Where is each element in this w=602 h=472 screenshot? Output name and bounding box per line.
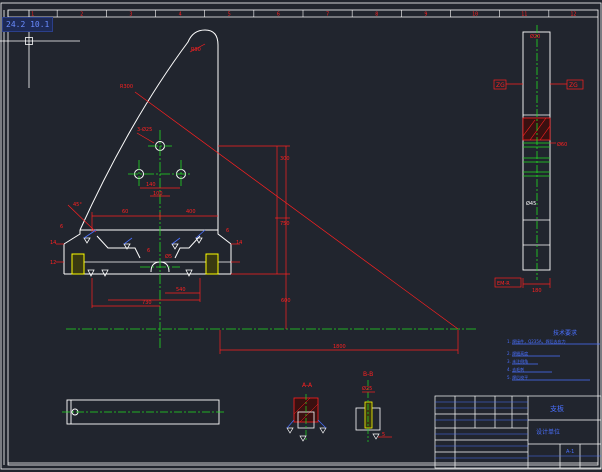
side-right-box-label: ZG <box>569 82 578 89</box>
side-left-box-label: ZG <box>496 82 505 89</box>
dim-60: 60 <box>122 209 128 215</box>
weld-left-label: 6 <box>60 224 63 230</box>
frame-column-number: 1 <box>31 12 34 18</box>
section-a-a[interactable] <box>286 394 327 442</box>
dim-100: 100 <box>153 191 163 197</box>
note-3: 3. 未注倒角 <box>507 358 528 364</box>
frame-column-number: 10 <box>472 12 478 18</box>
technical-notes <box>512 343 600 381</box>
weld-right-label: 6 <box>226 228 229 234</box>
notes-title: 技术要求 <box>553 329 577 337</box>
title-block[interactable] <box>434 395 602 469</box>
section-b-b-dim: Ø25 <box>362 385 372 392</box>
frame-column-number: 4 <box>179 12 182 18</box>
note-2: 2. 焊缝高度 <box>507 350 528 356</box>
title-company: 设计单位 <box>536 428 560 436</box>
main-view-dimensions <box>56 43 459 354</box>
dim-r-top: R90 <box>191 47 201 53</box>
note-5: 5. 焊后校平 <box>507 374 528 380</box>
dim-right-3: 600 <box>281 298 291 304</box>
frame-column-number: 12 <box>570 12 576 18</box>
title-part-name: 支板 <box>550 404 564 413</box>
section-b-b-title: B-B <box>363 371 373 378</box>
title-block-grid <box>435 401 601 459</box>
frame-column-number: 11 <box>521 12 527 18</box>
dim-r-arc: R300 <box>120 84 133 90</box>
note-1: 1. 焊接件，Q235A，焊后去应力 <box>507 338 566 344</box>
dim-14a: 14 <box>50 240 56 246</box>
blue-leaders <box>83 229 206 245</box>
section-b-b-dim2: 5 <box>382 432 385 438</box>
weld-mid-label: 6 <box>147 248 150 254</box>
side-tag-top: Ø20 <box>530 33 540 40</box>
dim-hole: 3-Ø25 <box>137 126 152 133</box>
dim-angle: 45° <box>73 202 82 208</box>
title-drawing-no: A-1 <box>566 449 574 455</box>
weld-symbols <box>83 237 203 277</box>
section-b-b[interactable] <box>355 380 392 442</box>
frame-column-number: 3 <box>129 12 132 18</box>
dim-phi: Ø5 <box>165 253 172 260</box>
side-dim-mid: Ø60 <box>557 141 567 148</box>
side-bottom-dim: 180 <box>532 288 542 294</box>
frame-column-number: 9 <box>424 12 427 18</box>
dim-bottom-2: 540 <box>176 287 186 293</box>
frame-column-number: 7 <box>326 12 329 18</box>
main-view-outline[interactable] <box>63 29 232 275</box>
main-view-centerlines <box>66 130 476 350</box>
side-dim-low: Ø45 <box>526 200 536 207</box>
dim-140: 140 <box>146 182 156 188</box>
dim-12: 12 <box>50 260 56 266</box>
dim-400: 400 <box>186 209 196 215</box>
dim-right-1: 300 <box>280 156 290 162</box>
section-a-a-title: A-A <box>302 382 313 389</box>
frame-column-number: 5 <box>228 12 231 18</box>
dim-right-2: 750 <box>280 221 290 227</box>
frame-column-ticks <box>7 10 550 17</box>
side-view[interactable] <box>493 25 584 288</box>
frame-column-number: 2 <box>80 12 83 18</box>
side-bottom-box-label: EM-R <box>497 281 510 287</box>
dim-14b: 14 <box>236 240 242 246</box>
dim-long: 1800 <box>333 344 346 350</box>
dim-bottom-1: 730 <box>142 300 152 306</box>
coordinate-readout: 24.2 10.1 <box>2 17 54 32</box>
note-4: 4. 去毛刺 <box>507 366 524 372</box>
frame-column-number: 8 <box>375 12 378 18</box>
frame-column-number: 6 <box>277 12 280 18</box>
